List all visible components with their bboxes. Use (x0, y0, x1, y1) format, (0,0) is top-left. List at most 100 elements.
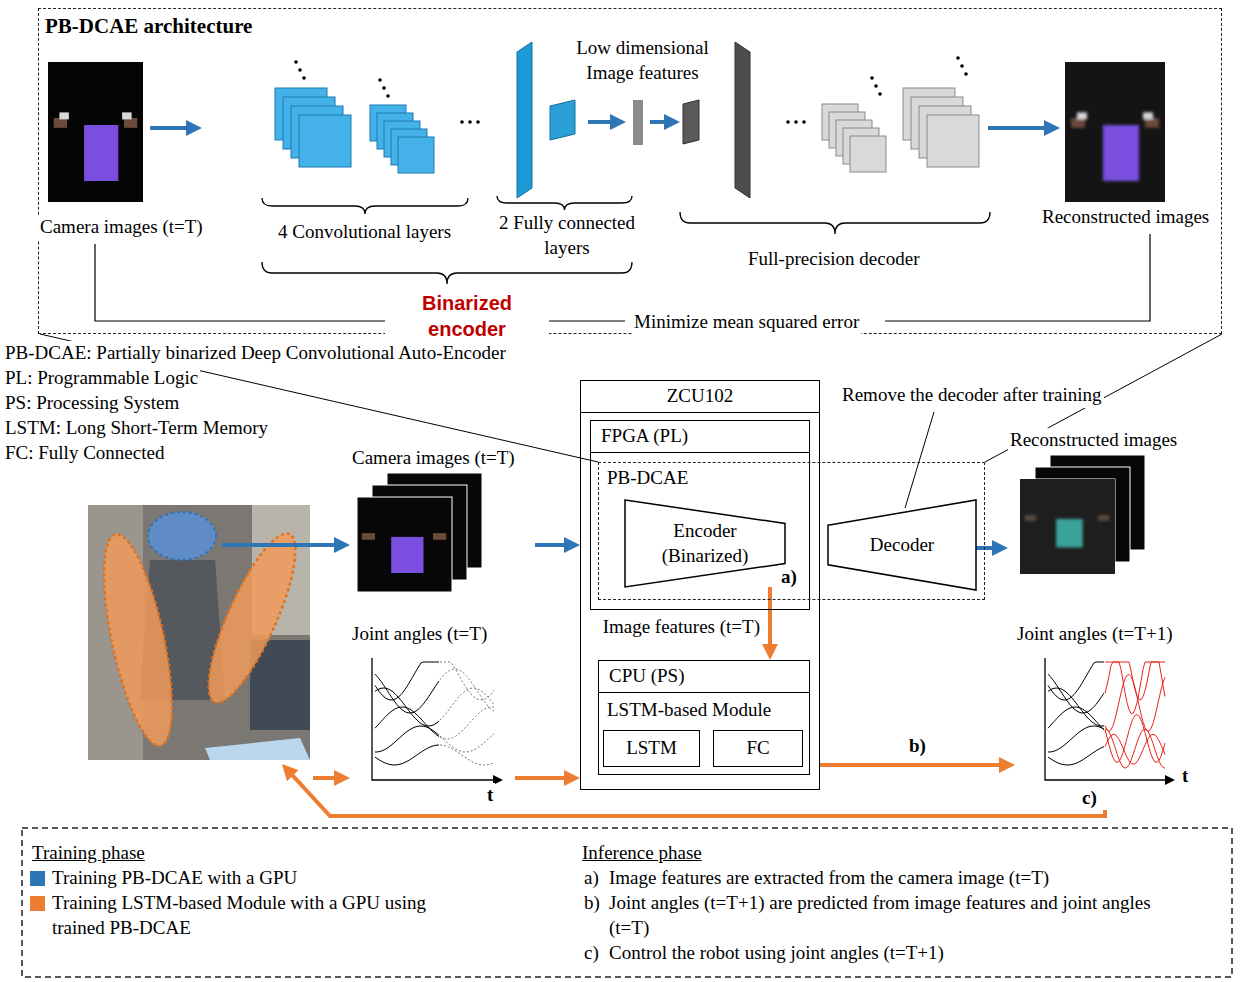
label: Camera images (t=T) (38, 215, 205, 240)
legend-text: Training PB-DCAE with a GPU (52, 866, 297, 891)
joint-curve (1048, 674, 1104, 713)
ellipsis-dot (870, 76, 874, 80)
joint-curve (375, 726, 439, 752)
gripper (1071, 118, 1085, 128)
cpu-box: CPU (PS)LSTM-based ModuleLSTMFC (598, 660, 810, 775)
label: PB-DCAE: Partially binarized Deep Convol… (3, 341, 508, 366)
trapezoid (828, 500, 976, 590)
decoder-trapezoid: Decoder (828, 500, 976, 590)
legend-item: Training PB-DCAE with a GPU (30, 866, 297, 891)
image-frame (357, 497, 452, 592)
cloth (84, 125, 118, 181)
node-text: Reconstructed images (1008, 428, 1179, 453)
flow-arrow (820, 763, 1009, 767)
label: Binarized encoder (385, 290, 549, 342)
image-frame (1020, 479, 1115, 574)
flow-arrow (150, 126, 196, 130)
joint-curve (440, 745, 494, 765)
joint-curve (375, 688, 439, 726)
flow-arrow (588, 120, 620, 124)
joint-curve (375, 662, 439, 700)
ellipsis-dot (794, 120, 798, 124)
flow-arrow (313, 776, 344, 780)
label: Full-precision decoder (746, 247, 921, 272)
joint-curve (440, 734, 494, 752)
joint-curve (375, 674, 439, 713)
control-arrow (286, 769, 1105, 816)
predicted-curve (1105, 662, 1165, 713)
flow-arrow (222, 543, 344, 547)
decoder-layer (735, 42, 750, 198)
ellipsis-dot (302, 76, 306, 80)
label: t (1180, 764, 1190, 789)
legend-frame (22, 828, 1232, 977)
robot-arm (90, 529, 186, 751)
joint-curve (1048, 662, 1104, 700)
ellipsis-dot (378, 78, 382, 82)
label: c) (1080, 786, 1099, 811)
trapezoid (625, 500, 785, 587)
node-text: Decoder (870, 533, 934, 558)
ellipsis-dot (874, 84, 878, 88)
photo-content (1025, 515, 1110, 547)
fc-layer (550, 100, 575, 140)
brace (680, 212, 990, 234)
node-text: Encoder (Binarized) (649, 519, 761, 568)
lstm-box: LSTM (603, 730, 700, 767)
edge-label: b) (907, 734, 928, 759)
camera-photo (48, 62, 143, 202)
ellipsis-dot (964, 72, 968, 76)
legend-swatch (30, 896, 45, 911)
label: Low dimensional Image features (558, 36, 727, 85)
ellipsis-dot (878, 92, 882, 96)
gripper (59, 112, 69, 119)
brace (262, 262, 632, 284)
predicted-curve (1105, 662, 1165, 700)
joint-graph: Joint angles (t=T+1) (1015, 622, 1197, 807)
robot-head (148, 512, 216, 560)
gripper (362, 533, 375, 540)
gripper (1025, 515, 1036, 521)
joint-curve (1048, 688, 1104, 726)
brace (497, 196, 632, 210)
label: Inference phase (580, 841, 704, 866)
gripper (122, 112, 132, 119)
node-text: Camera images (t=T) (350, 446, 517, 471)
label: c) (582, 941, 601, 966)
ellipsis-dot (382, 86, 386, 90)
ellipsis-dot (802, 120, 806, 124)
label: a) (582, 866, 601, 891)
label: Remove the decoder after training (840, 383, 1104, 408)
encoder-trapezoid: Encoder (Binarized) (625, 500, 785, 587)
flow-arrow (988, 126, 1054, 130)
joint-graph: Joint angles (t=T) (350, 622, 515, 807)
fc-layer (517, 42, 532, 198)
fc-box: FC (713, 730, 803, 767)
image-stack: Reconstructed images (1008, 428, 1200, 588)
robot-arm (193, 524, 310, 712)
ellipsis-dot (468, 120, 472, 124)
graph-axis (372, 658, 499, 780)
node-text: FC (746, 736, 769, 761)
node-text: Joint angles (t=T+1) (1015, 622, 1174, 647)
flow-arrow (768, 587, 772, 654)
graph-axis (1045, 658, 1171, 780)
photo-content (1071, 112, 1159, 181)
gripper (54, 118, 67, 128)
cloth (391, 537, 423, 573)
decoder-layer (683, 100, 699, 144)
node-text: FPGA (PL) (591, 421, 809, 453)
label: PS: Processing System (3, 391, 181, 416)
ellipsis-dot (294, 60, 298, 64)
joint-curve (440, 707, 494, 739)
table (205, 738, 310, 760)
flow-arrow (976, 546, 1002, 550)
node-text: Joint angles (t=T) (350, 622, 489, 647)
ellipsis-dot (956, 56, 960, 60)
joint-curve (440, 669, 494, 711)
cloth (1103, 125, 1139, 181)
node-text: LSTM-based Module (599, 693, 809, 728)
predicted-curve (1105, 674, 1165, 731)
label: Control the robot using joint angles (t=… (607, 941, 1221, 966)
